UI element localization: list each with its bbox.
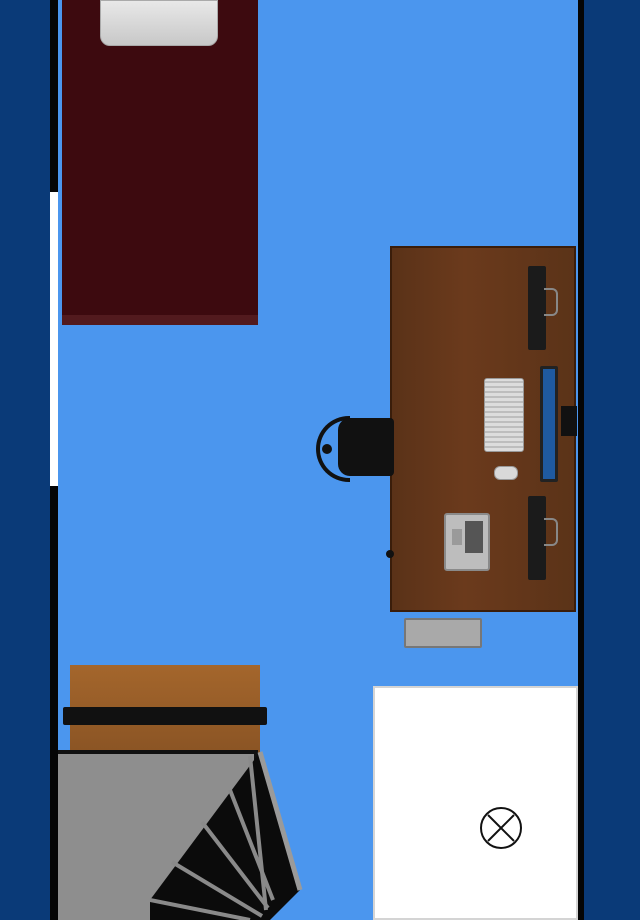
- floor-drain-icon[interactable]: [479, 806, 523, 850]
- floor-mat[interactable]: [404, 618, 482, 648]
- monitor-bottom[interactable]: [528, 496, 558, 580]
- monitor-stand: [561, 406, 577, 436]
- bed[interactable]: [62, 0, 258, 325]
- spiral-staircase[interactable]: [150, 750, 310, 920]
- desk-knob: [386, 550, 394, 558]
- office-chair-base: [322, 444, 332, 454]
- mouse[interactable]: [494, 466, 518, 480]
- right-wall: [578, 0, 584, 920]
- monitor-center[interactable]: [540, 366, 558, 482]
- office-chair[interactable]: [338, 418, 394, 476]
- pillow: [100, 0, 218, 46]
- window: [50, 192, 58, 486]
- laptop[interactable]: [444, 513, 490, 571]
- monitor-top[interactable]: [528, 266, 558, 350]
- bathroom-floor: [373, 686, 578, 920]
- keyboard[interactable]: [484, 378, 524, 452]
- dresser-handle-bar: [63, 707, 267, 725]
